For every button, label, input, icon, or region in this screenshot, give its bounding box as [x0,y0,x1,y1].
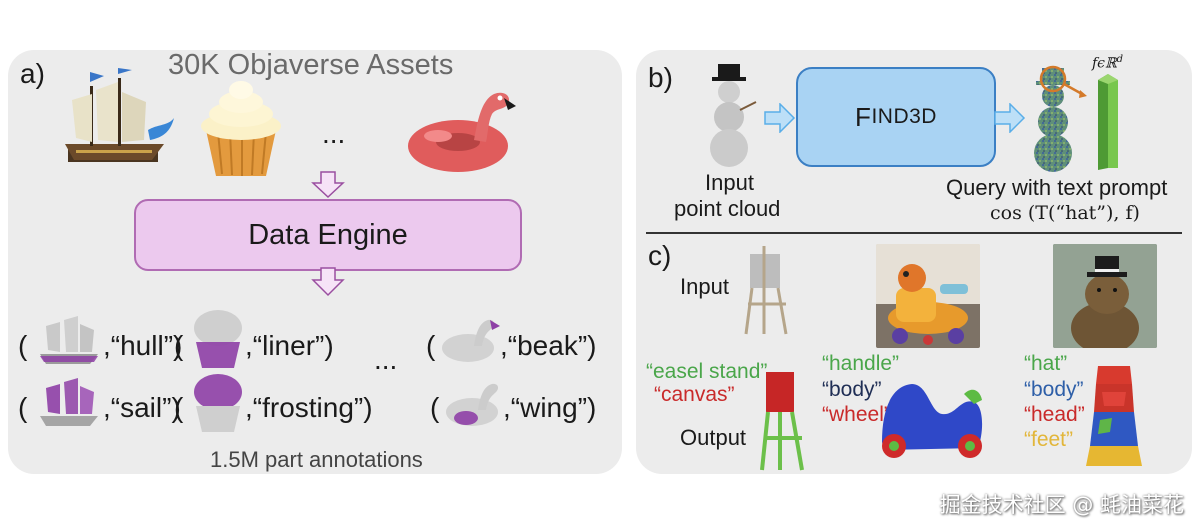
paren-open: ( [174,392,184,423]
annotation-liner: ,“liner”) [245,330,334,361]
wheel-label: “wheel” [822,403,891,426]
cosine-formula: cos (T(“hat”), f) [990,202,1140,224]
arrow-down-icon [311,267,345,297]
cupcake-illustration [201,81,281,176]
feet-label: “feet” [1024,428,1074,451]
toy-body-label: “body” [822,378,882,401]
annotation-frosting: ,“frosting”) [245,392,373,423]
arrow-right-icon [994,103,1026,133]
hat-label: “hat” [1024,352,1068,375]
easel-stand-label: “easel stand” [646,360,768,383]
paren-open: ( [426,330,436,361]
easel-segmented-pointcloud [760,372,804,471]
ellipsis-top: ... [322,118,346,149]
easel-pointcloud [744,246,788,335]
panel-c-label: c) [648,240,672,271]
input-label-line1: Input [705,170,754,195]
toy-photo [876,244,980,348]
output-row-label: Output [680,425,747,450]
snowman-pointcloud [710,64,757,167]
capybara-photo [1053,244,1157,348]
paren-open: ( [174,330,184,361]
feature-vector-icon [1098,74,1118,170]
annotation-hull: ,“hull”) [103,330,183,361]
paren-open: ( [18,392,28,423]
section-divider [646,232,1182,234]
panel-a-title: 30K Objaverse Assets [168,49,454,81]
capybara-body-label: “body” [1024,378,1084,401]
arrow-down-icon [311,171,345,199]
arrow-right-icon [764,103,796,133]
paren-open: ( [18,330,28,361]
cupcake-liner-pointcloud [194,310,242,368]
ellipsis-mid: ... [374,344,398,375]
input-label-line2: point cloud [674,196,781,221]
model-name-initial: F [855,101,872,132]
panel-a-footer: 1.5M part annotations [210,447,423,472]
watermark: 掘金技术社区 @ 蚝油菜花 [939,493,1184,517]
flamingo-wing-pointcloud [446,383,499,426]
handle-label: “handle” [822,352,900,375]
paren-open: ( [430,392,440,423]
flamingo-beak-pointcloud [442,319,500,362]
flamingo-float-illustration [408,92,516,172]
query-text: Query with text prompt [946,175,1168,200]
toy-segmented-pointcloud [882,384,983,458]
annotation-sail: ,“sail”) [103,392,181,423]
cupcake-frosting-pointcloud [194,374,242,432]
annotation-wing: ,“wing”) [503,392,597,423]
head-label: “head” [1024,403,1085,426]
ship-parts-pointcloud [40,316,98,364]
snowman-feature-pointcloud [1034,65,1087,172]
canvas-label: “canvas” [654,383,735,406]
model-name-rest: IND3D [871,105,937,128]
input-row-label: Input [680,274,729,299]
panel-b-label: b) [648,62,673,93]
ship-sail-pointcloud [40,378,98,426]
ship-illustration [65,68,174,162]
data-engine-box: Data Engine [134,199,522,271]
capybara-segmented-pointcloud [1086,366,1142,466]
panel-a-label: a) [20,58,45,89]
feature-label: fϵℝd [1092,54,1124,72]
annotation-beak: ,“beak”) [500,330,597,361]
